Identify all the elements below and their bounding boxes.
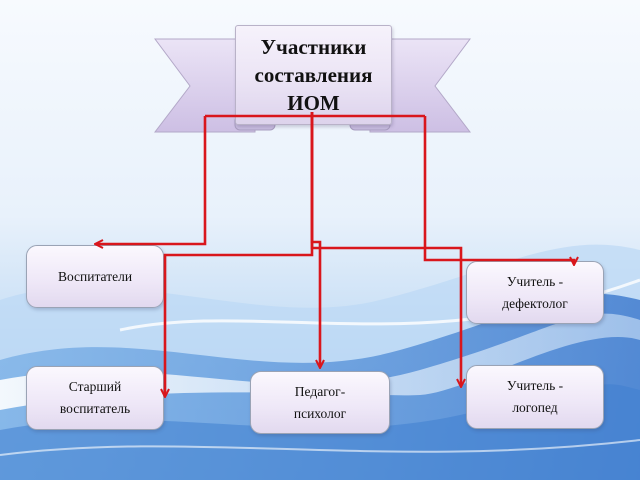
node-label: Воспитатели	[57, 268, 133, 284]
node-label: Учитель - дефектолог	[502, 273, 568, 311]
node-pedagog-psikholog: Педагог- психолог	[250, 371, 390, 434]
node-label: Педагог- психолог	[293, 383, 347, 421]
node-vospitateli: Воспитатели	[26, 245, 164, 308]
diagram-title-box: Участники составления ИОМ	[235, 25, 392, 125]
node-uchitel-logoped: Учитель - логопед	[466, 365, 604, 429]
connector-to-vospitateli	[96, 116, 207, 244]
node-label: Учитель - логопед	[506, 378, 564, 415]
node-starshiy-vospitatel: Старший воспитатель	[26, 366, 164, 430]
connector-to-uchitel-defektolog	[423, 116, 574, 264]
connector-to-uchitel-logoped	[310, 112, 461, 386]
connector-to-starshiy-vospitatel	[165, 112, 314, 396]
node-uchitel-defektolog: Учитель - дефектолог	[466, 261, 604, 324]
diagram-title: Участники составления ИОМ	[254, 35, 373, 115]
node-label: Старший воспитатель	[59, 379, 131, 416]
